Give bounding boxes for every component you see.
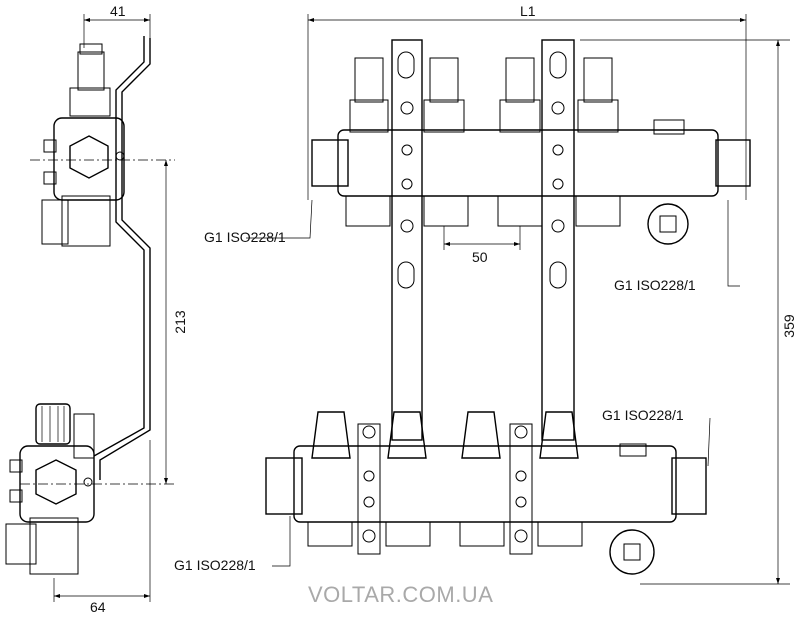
side-top-actuator [69, 43, 111, 117]
lower-valve-knobs [311, 411, 647, 459]
thread-label-bottom-left: G1 ISO228/1 [174, 557, 256, 573]
side-bottom-knob [35, 403, 95, 459]
dimension-spacing: 50 [443, 226, 521, 265]
upper-outlets [345, 195, 689, 245]
thread-label-top-left: G1 ISO228/1 [204, 229, 286, 245]
dimension-50-label: 50 [472, 249, 488, 265]
dimension-total-height: 359 [580, 39, 797, 585]
dimension-L1-label: L1 [520, 3, 536, 19]
dimension-bottom-width: 64 [53, 440, 151, 615]
dimension-length: L1 [307, 3, 747, 200]
thread-leaders [246, 199, 740, 567]
dimension-height: 213 [164, 160, 188, 484]
side-bottom-body [5, 445, 95, 575]
dimension-359-label: 359 [781, 314, 797, 338]
front-brackets [391, 39, 575, 441]
upper-valve-heads [349, 57, 685, 135]
thread-label-top-right: G1 ISO228/1 [614, 277, 696, 293]
front-view: L1 359 [174, 3, 797, 585]
dimension-213-label: 213 [172, 310, 188, 334]
side-view: 41 [5, 3, 188, 615]
dimension-64-label: 64 [90, 599, 106, 615]
dimension-top-width: 41 [83, 3, 151, 48]
side-top-body [41, 117, 125, 247]
upper-manifold-bar [311, 129, 751, 197]
lower-outlets [307, 521, 655, 575]
bracket [99, 38, 151, 480]
thread-label-bottom-right: G1 ISO228/1 [602, 407, 684, 423]
lower-bolts [362, 425, 528, 543]
dimension-41-label: 41 [110, 3, 126, 19]
watermark: VOLTAR.COM.UA [308, 582, 493, 607]
bracket-inner [93, 36, 145, 457]
upper-bolts [400, 101, 565, 233]
